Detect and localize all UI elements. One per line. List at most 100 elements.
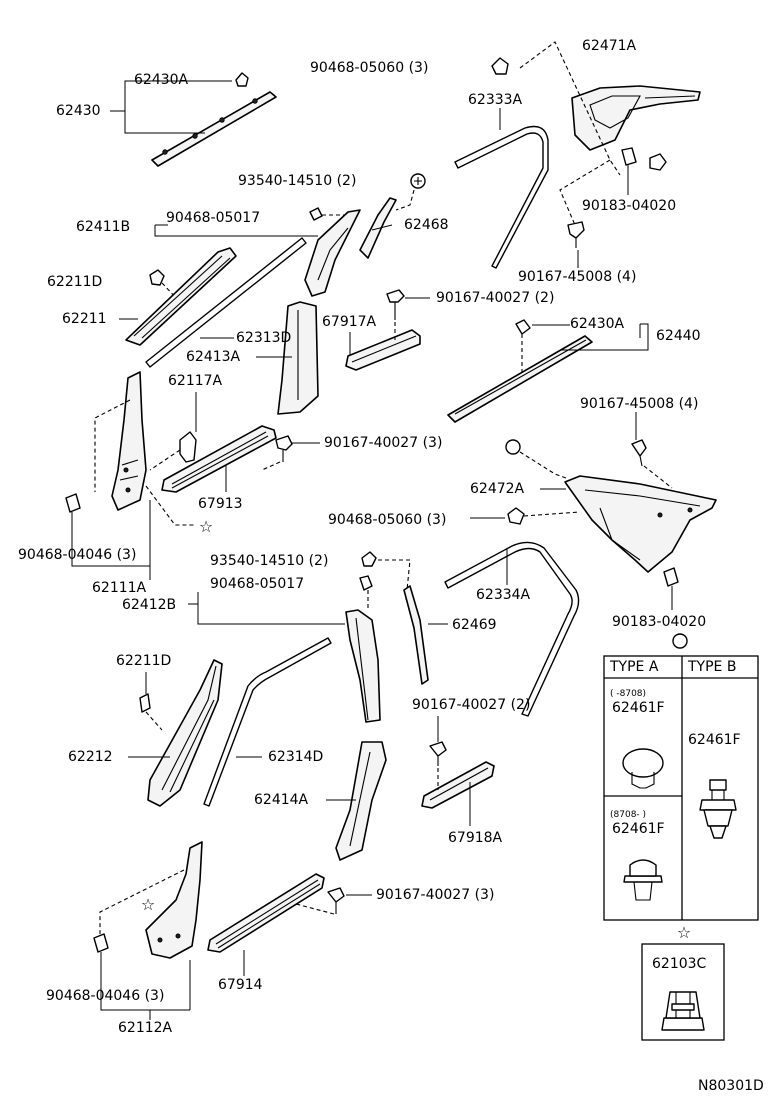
label-93540-14510-top: 93540-14510 (2) bbox=[238, 173, 357, 189]
label-62211D-top: 62211D bbox=[47, 274, 103, 290]
clip-90468-04046-top bbox=[65, 493, 81, 513]
screw-90167-40027-b bbox=[275, 435, 293, 462]
nut-62472A bbox=[505, 439, 521, 455]
clip-90468-05017-top bbox=[309, 207, 323, 221]
label-62111A: 62111A bbox=[92, 580, 147, 596]
label-62117A: 62117A bbox=[168, 373, 223, 389]
part-62111A-pillar bbox=[111, 371, 147, 511]
label-62333A: 62333A bbox=[468, 92, 523, 108]
table-part-b: 62461F bbox=[688, 732, 741, 748]
diagram-code: N80301D bbox=[698, 1078, 764, 1094]
table-date-from: (8708- ) bbox=[610, 810, 647, 820]
part-62413A-pillar bbox=[277, 301, 319, 415]
star-marker-a: ☆ bbox=[199, 517, 213, 536]
screw-90167-45008-top bbox=[567, 221, 585, 248]
part-67913-scuff bbox=[161, 425, 277, 493]
label-90183-04020-top: 90183-04020 bbox=[582, 198, 677, 214]
screw-90167-40027-d bbox=[327, 887, 345, 914]
label-90167-45008-mid: 90167-45008 (4) bbox=[580, 396, 699, 412]
screw-90167-40027-c bbox=[429, 741, 447, 766]
label-62211: 62211 bbox=[62, 311, 107, 327]
part-62117A-bracket bbox=[179, 431, 197, 463]
part-62334A-strip bbox=[444, 541, 580, 717]
label-90167-40027-c: 90167-40027 (2) bbox=[412, 697, 531, 713]
label-62469: 62469 bbox=[452, 617, 497, 633]
label-90468-04046-a: 90468-04046 (3) bbox=[18, 547, 137, 563]
label-62414A: 62414A bbox=[254, 792, 309, 808]
part-62212-pillar bbox=[147, 659, 223, 807]
part-67918A-scuff bbox=[421, 761, 495, 809]
label-93540-14510-mid: 93540-14510 (2) bbox=[210, 553, 329, 569]
label-90468-05060-mid: 90468-05060 (3) bbox=[328, 512, 447, 528]
part-62313D-strip bbox=[145, 237, 307, 368]
label-67914: 67914 bbox=[218, 977, 263, 993]
screw-90167-40027-a bbox=[386, 289, 405, 320]
clip-93540-mid bbox=[361, 551, 377, 567]
clip-62211D-top bbox=[149, 269, 165, 286]
label-90468-04046-b: 90468-04046 (3) bbox=[46, 988, 165, 1004]
label-67913: 67913 bbox=[198, 496, 243, 512]
clip-90183-04020-mid bbox=[663, 567, 679, 587]
label-62440: 62440 bbox=[656, 328, 701, 344]
part-62472A-trim bbox=[564, 475, 717, 573]
label-90167-40027-d: 90167-40027 (3) bbox=[376, 887, 495, 903]
label-90167-40027-b: 90167-40027 (3) bbox=[324, 435, 443, 451]
label-62211D-mid: 62211D bbox=[116, 653, 172, 669]
label-62412B: 62412B bbox=[122, 597, 177, 613]
label-62212: 62212 bbox=[68, 749, 113, 765]
clip-62430A-top bbox=[235, 72, 249, 87]
table-date-upto: ( -8708) bbox=[610, 689, 647, 699]
label-90167-45008-top: 90167-45008 (4) bbox=[518, 269, 637, 285]
table-header-type-b: TYPE B bbox=[688, 659, 737, 675]
part-62112A-pillar bbox=[145, 841, 203, 959]
star-marker-b: ☆ bbox=[141, 895, 155, 914]
clip-90468-05060-mid bbox=[507, 507, 525, 525]
clip-90468-05060-top bbox=[491, 57, 509, 75]
label-62468: 62468 bbox=[404, 217, 449, 233]
part-62440-rail bbox=[447, 335, 593, 423]
clip-90183-04020-top bbox=[621, 147, 667, 171]
part-62333A-strip bbox=[454, 125, 549, 269]
label-90183-04020-mid: 90183-04020 bbox=[612, 614, 707, 630]
label-62472A: 62472A bbox=[470, 481, 525, 497]
part-67914-scuff bbox=[207, 873, 325, 953]
label-62413A: 62413A bbox=[186, 349, 241, 365]
label-67918A: 67918A bbox=[448, 830, 503, 846]
table-part-a2: 62461F bbox=[612, 821, 665, 837]
part-62414A-pillar bbox=[335, 741, 387, 861]
clip-62430A-mid bbox=[515, 319, 531, 335]
label-90468-05060-top: 90468-05060 (3) bbox=[310, 60, 429, 76]
star-marker-c: ☆ bbox=[677, 923, 691, 942]
fastener-type-table bbox=[603, 633, 759, 921]
screw-90167-45008-mid bbox=[631, 439, 647, 467]
clip-93540-top bbox=[410, 173, 426, 189]
part-62412B-pillar bbox=[345, 609, 381, 723]
star-fastener-box bbox=[641, 943, 725, 1041]
part-62430-strip bbox=[151, 91, 277, 167]
label-62334A: 62334A bbox=[476, 587, 531, 603]
part-62469-piece bbox=[403, 585, 429, 685]
part-62211-rail bbox=[125, 247, 237, 346]
part-62471A-trim bbox=[571, 85, 701, 151]
part-62314D-strip bbox=[203, 637, 332, 807]
label-62103C: 62103C bbox=[652, 956, 707, 972]
label-62313D: 62313D bbox=[236, 330, 292, 346]
part-67917A-scuff bbox=[345, 329, 421, 371]
label-90468-05017-top: 90468-05017 bbox=[166, 210, 261, 226]
label-90468-05017-mid: 90468-05017 bbox=[210, 576, 305, 592]
clip-90468-05017-mid bbox=[359, 575, 373, 591]
table-part-a1: 62461F bbox=[612, 700, 665, 716]
table-header-type-a: TYPE A bbox=[610, 659, 659, 675]
clip-62211D-mid bbox=[139, 693, 151, 713]
label-67917A: 67917A bbox=[322, 314, 377, 330]
label-62430: 62430 bbox=[56, 103, 101, 119]
label-62430A-mid: 62430A bbox=[570, 316, 625, 332]
label-62430A-top: 62430A bbox=[134, 72, 189, 88]
part-62411B-pillar bbox=[304, 209, 361, 297]
label-90167-40027-a: 90167-40027 (2) bbox=[436, 290, 555, 306]
label-62471A: 62471A bbox=[582, 38, 637, 54]
label-62411B: 62411B bbox=[76, 219, 131, 235]
label-62112A: 62112A bbox=[118, 1020, 173, 1036]
